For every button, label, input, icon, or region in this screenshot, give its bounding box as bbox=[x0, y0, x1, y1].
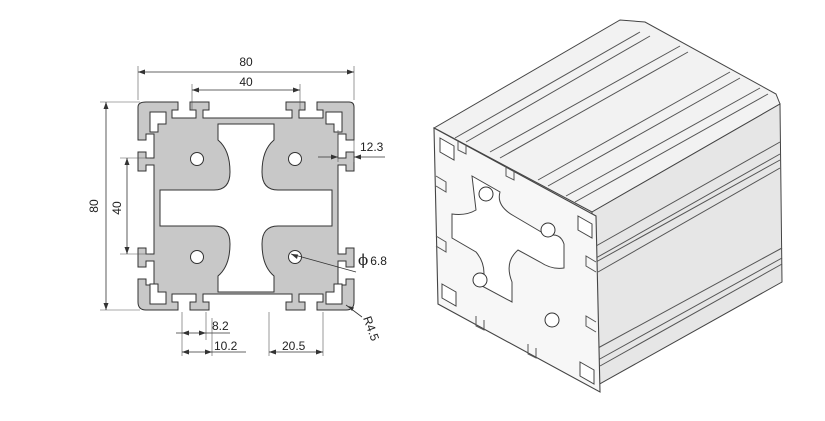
iso-side-slot-4 bbox=[599, 263, 783, 367]
iso-top-slot-2 bbox=[489, 45, 689, 159]
dim-slot-opening: 8.2 bbox=[212, 319, 229, 333]
core-hole-top-left bbox=[190, 152, 204, 166]
leader-hole-diameter bbox=[290, 253, 357, 273]
iso-corner-cavity-2 bbox=[577, 215, 593, 239]
iso-core-hole-2 bbox=[540, 222, 556, 238]
iso-corner-cavity-1 bbox=[439, 137, 455, 161]
leader-corner-radius bbox=[345, 304, 363, 318]
core-hole-top-right bbox=[288, 152, 302, 166]
corner-cavity-top-right bbox=[325, 111, 343, 133]
iso-corner-cavity-4 bbox=[579, 361, 595, 385]
iso-corner-cavity-3 bbox=[441, 283, 457, 307]
dim-overall-width: 80 bbox=[239, 55, 253, 69]
iso-front-cavity-cross bbox=[451, 175, 565, 303]
corner-cavity-bottom-right bbox=[325, 283, 343, 305]
profile-cavity-cross bbox=[159, 123, 333, 293]
iso-front-slot-notches bbox=[435, 140, 597, 359]
iso-core-hole-3 bbox=[472, 272, 488, 288]
iso-core-hole-4 bbox=[544, 312, 560, 328]
dim-corner-radius: R4.5 bbox=[360, 314, 382, 343]
iso-side-slot-2 bbox=[595, 159, 781, 273]
iso-top-slot-3 bbox=[537, 71, 741, 187]
dim-slot-width: 10.2 bbox=[214, 339, 238, 353]
dim-slot-depth: 12.3 bbox=[360, 140, 384, 154]
cross-section-profile bbox=[137, 101, 355, 311]
corner-cavity-top-left bbox=[149, 111, 167, 133]
iso-top-slot-1 bbox=[454, 31, 651, 143]
isometric-extrusion-view bbox=[432, 19, 783, 393]
dim-slot-offset: 20.5 bbox=[282, 339, 306, 353]
dim-overall-height: 80 bbox=[87, 199, 101, 213]
iso-core-hole-1 bbox=[478, 186, 494, 202]
iso-top-slot-4 bbox=[565, 87, 769, 203]
dim-inner-width: 40 bbox=[239, 75, 253, 89]
corner-cavity-bottom-left bbox=[149, 283, 167, 305]
core-hole-bottom-left bbox=[190, 250, 204, 264]
dim-inner-height: 40 bbox=[110, 201, 124, 215]
dim-hole-diameter: 6.8 bbox=[370, 254, 387, 268]
iso-side-slot-3 bbox=[597, 247, 783, 361]
iso-side-slot-1 bbox=[595, 141, 781, 259]
diameter-symbol: ϕ bbox=[358, 251, 368, 269]
